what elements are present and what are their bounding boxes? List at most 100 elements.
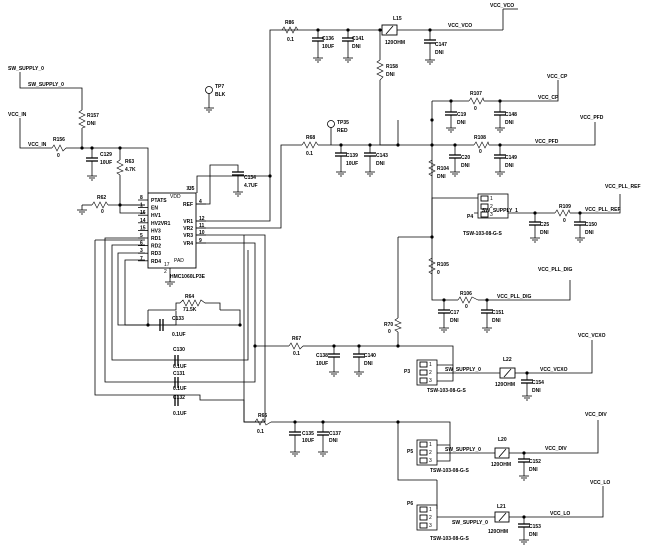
net-label: SW_SUPPLY_0 xyxy=(445,447,481,453)
c131-value: 0.1UF xyxy=(173,386,187,392)
net-label: VCC_LO xyxy=(590,480,610,486)
c141-ref: C141 xyxy=(352,36,364,42)
net-labels: VCC_VCO VCC_VCO SW_SUPPLY_0 SW_SUPPLY_0 … xyxy=(8,3,641,526)
p4-part: TSW-103-08-G-S xyxy=(463,231,502,237)
net-label: VCC_PLL_REF xyxy=(605,184,641,190)
c132-ref: C132 xyxy=(173,395,185,401)
c132-value: 0.1UF xyxy=(173,411,187,417)
net-label: VCC_DIV xyxy=(585,412,607,418)
p6-pin-3: 3 xyxy=(429,523,432,529)
c20-ref: C20 xyxy=(461,155,470,161)
p5-pin-1: 1 xyxy=(429,442,432,448)
c143-ref: C143 xyxy=(376,153,388,159)
ic-pin-name: EN xyxy=(151,206,158,212)
c139-value: 10UF xyxy=(346,161,358,167)
l15-value: 120OHM xyxy=(385,40,405,46)
c139-ref: C139 xyxy=(346,153,358,159)
r63-value: 4.7K xyxy=(125,167,136,173)
ic-ref: U5 xyxy=(188,186,195,192)
ic-pin-name: VR2 xyxy=(183,226,193,232)
ic-pin-name: VR4 xyxy=(183,241,193,247)
ic-pin-number: 15 xyxy=(140,225,146,231)
c133-ref: C133 xyxy=(172,316,184,322)
r65-value: 0.1 xyxy=(257,429,264,435)
tp35-ref: TP35 xyxy=(337,120,349,126)
net-label: SW_SUPPLY_1 xyxy=(482,208,518,214)
p6-part: TSW-103-08-G-S xyxy=(430,536,469,542)
ic-pin-number: 12 xyxy=(199,216,205,222)
c137-value: DNI xyxy=(329,438,338,444)
c150-ref: C150 xyxy=(585,222,597,228)
r64-ref: R64 xyxy=(185,294,194,300)
r157-ref: R157 xyxy=(87,113,99,119)
c136-value: 10UF xyxy=(322,44,334,50)
c135-ref: C135 xyxy=(302,431,314,437)
net-label: VCC_CP xyxy=(538,95,559,101)
ic-pad-name: PAD xyxy=(174,258,184,264)
tp7-ref: TP7 xyxy=(215,84,224,90)
ic-vdd-num: 13 xyxy=(186,186,192,192)
ic-pin-name: RD2 xyxy=(151,244,161,250)
r157-value: DNI xyxy=(87,121,96,127)
c133-value: 0.1UF xyxy=(172,332,186,338)
p3-pin-1: 1 xyxy=(429,362,432,368)
ic-pin-name: HV3 xyxy=(151,228,161,234)
ic-pin-number: 4 xyxy=(199,199,202,205)
p4-pin-1: 1 xyxy=(490,196,493,202)
ic-pin-name: PTATS xyxy=(151,198,167,204)
c152-value: DNI xyxy=(529,467,538,473)
r158-ref: R158 xyxy=(386,64,398,70)
r106-ref: R106 xyxy=(460,291,472,297)
c152-ref: C152 xyxy=(529,459,541,465)
net-label: SW_SUPPLY_0 xyxy=(8,66,44,72)
p6-pin-1: 1 xyxy=(429,507,432,513)
r67-value: 0.1 xyxy=(293,351,300,357)
c154-ref: C154 xyxy=(532,380,544,386)
ic-pin-number: 7 xyxy=(140,256,143,262)
p3-pin-3: 3 xyxy=(429,378,432,384)
r70-value: 0 xyxy=(388,329,391,335)
net-label: VCC_CP xyxy=(547,74,568,80)
r64-value: 71.5K xyxy=(183,307,197,313)
p5-ref: P5 xyxy=(407,449,413,455)
c17-value: DNI xyxy=(450,318,459,324)
net-label: VCC_VCXO xyxy=(540,367,568,373)
r62-value: 0 xyxy=(101,209,104,215)
ic-pin-number: 8 xyxy=(140,195,143,201)
c129-ref: C129 xyxy=(100,152,112,158)
l15-ref: L15 xyxy=(393,16,402,22)
ic-pin-number: 9 xyxy=(199,238,202,244)
ic-pin-name: HV2VR1 xyxy=(151,221,171,227)
c130-ref: C130 xyxy=(173,347,185,353)
header-pin-numbers: 1 2 3 1 2 3 1 2 3 1 2 3 xyxy=(429,196,493,529)
p3-pin-2: 2 xyxy=(429,370,432,376)
c135-value: 10UF xyxy=(302,438,314,444)
net-label: VCC_PLL_DIG xyxy=(538,267,573,273)
c134-value: 4.7UF xyxy=(244,183,258,189)
r158-value: DNI xyxy=(386,72,395,78)
component-labels: R86 0.1 L15 120OHM C136 10UF C141 DNI C1… xyxy=(53,16,597,542)
ic-pin-name: RD3 xyxy=(151,251,161,257)
r106-value: 0 xyxy=(465,304,468,310)
r107-ref: R107 xyxy=(470,91,482,97)
ic-pin-number: 3 xyxy=(140,248,143,254)
ic-pin-name: HV1 xyxy=(151,213,161,219)
net-label: VCC_DIV xyxy=(545,446,567,452)
ic-pin-number: 5 xyxy=(140,233,143,239)
c19-value: DNI xyxy=(457,120,466,126)
c140-value: DNI xyxy=(364,361,373,367)
net-label: SW_SUPPLY_0 xyxy=(445,367,481,373)
ic-pin-name: RD1 xyxy=(151,236,161,242)
tp35-label: RED xyxy=(337,128,348,134)
p3-ref: P3 xyxy=(404,369,410,375)
net-label: VCC_PFD xyxy=(535,139,559,145)
r105-value: 0 xyxy=(437,270,440,276)
p5-pin-2: 2 xyxy=(429,450,432,456)
c17-ref: C17 xyxy=(450,310,459,316)
c149-value: DNI xyxy=(505,163,514,169)
c131-ref: C131 xyxy=(173,371,185,377)
r108-ref: R108 xyxy=(474,135,486,141)
